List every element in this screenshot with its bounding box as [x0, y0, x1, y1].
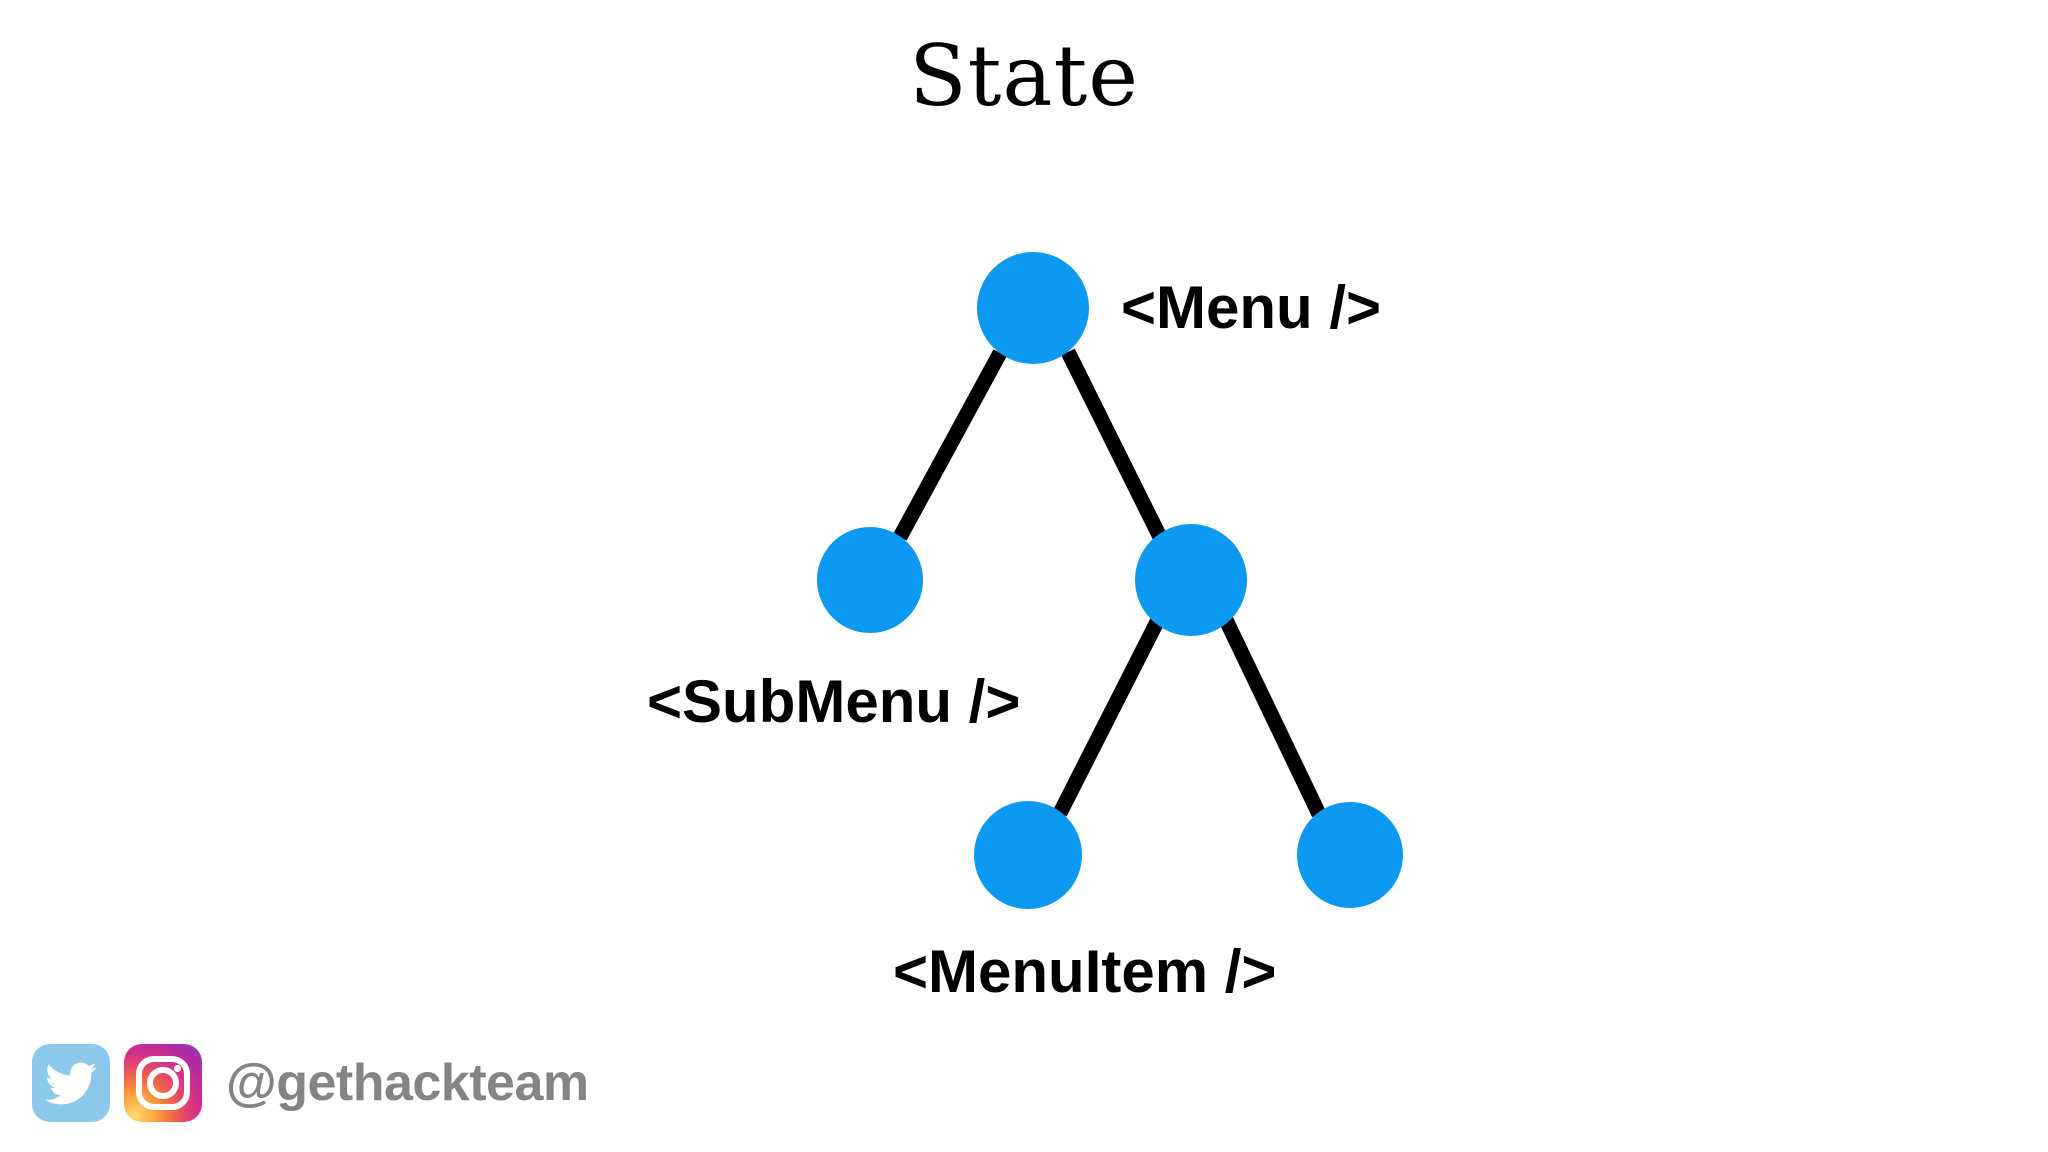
edge-submenu2-to-menuitem-2 [1219, 616, 1326, 818]
edge-menu-to-submenu-2 [1061, 348, 1167, 541]
tree-nodes [817, 252, 1403, 909]
submenu-node[interactable] [817, 527, 923, 633]
tree-edges [893, 348, 1326, 818]
social-handle: @gethackteam [226, 1054, 589, 1112]
edge-submenu2-to-menuitem-1 [1053, 616, 1165, 817]
menu-node[interactable] [977, 252, 1089, 364]
menuitem-node-1[interactable] [974, 801, 1082, 909]
edge-menu-to-submenu [893, 349, 1007, 541]
social-footer: @gethackteam [32, 1044, 589, 1122]
page-title-text: State [909, 27, 1139, 125]
menuitem-node-2[interactable] [1297, 802, 1403, 908]
submenu-node-label: <SubMenu /> [647, 668, 1021, 735]
menuitem-node-label: <MenuItem /> [893, 938, 1277, 1005]
page-title: State [0, 34, 2048, 118]
submenu-node-2[interactable] [1135, 524, 1247, 636]
menu-node-label: <Menu /> [1121, 274, 1382, 341]
instagram-icon[interactable] [124, 1044, 202, 1122]
twitter-icon[interactable] [32, 1044, 110, 1122]
